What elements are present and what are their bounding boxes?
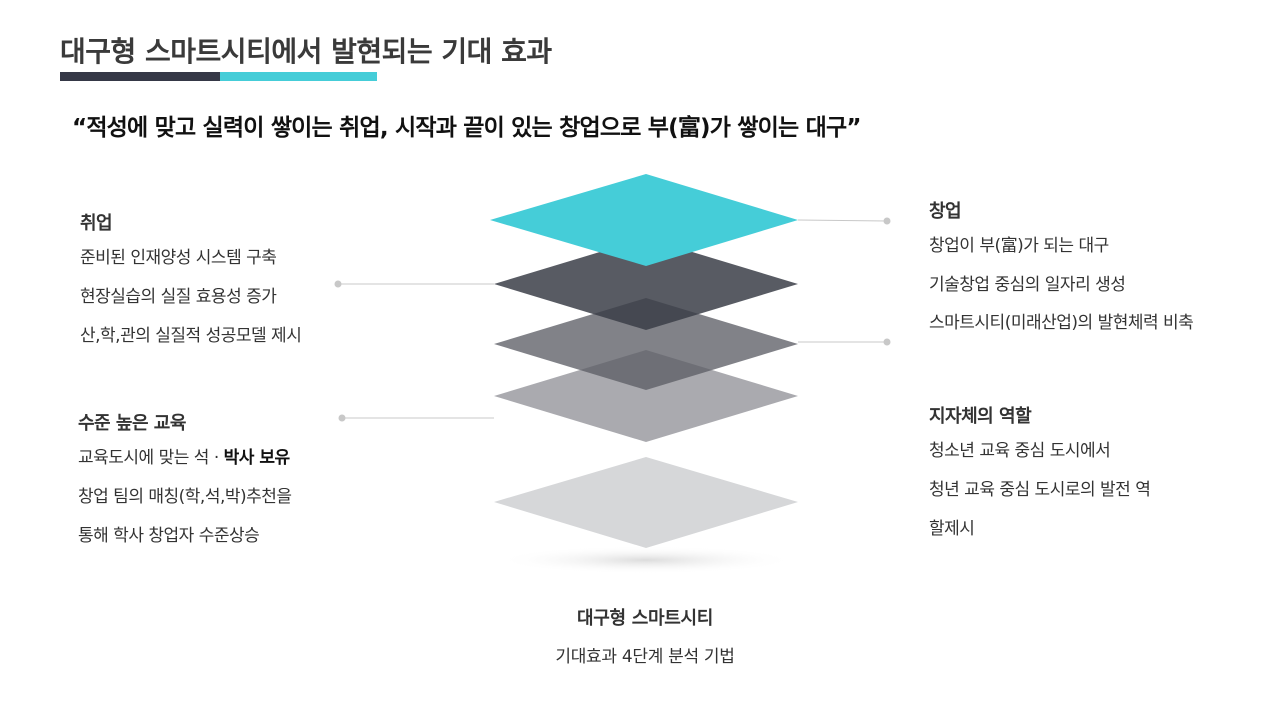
- left-bottom-block: 수준 높은 교육 교육도시에 맞는 석 · 박사 보유 창업 팀의 매칭(학,석…: [78, 409, 292, 556]
- title-underline-cyan: [220, 72, 377, 81]
- connector-dot-left-top: [334, 280, 342, 288]
- layer-top: [490, 174, 798, 266]
- connector-dot-left-bottom: [338, 414, 346, 422]
- right-top-line: 창업이 부(富)가 되는 대구: [929, 236, 1109, 256]
- left-top-block: 취업 준비된 인재양성 시스템 구축 현장실습의 실질 효용성 증가 산,학,관…: [80, 209, 302, 356]
- page-title: 대구형 스마트시티에서 발현되는 기대 효과: [60, 35, 552, 68]
- left-bottom-line: 교육도시에 맞는 석 · 박사 보유: [78, 439, 292, 478]
- right-top-line: 스마트시티(미래산업)의 발현체력 비축: [929, 313, 1194, 333]
- local-gov-role-heading: 지자체의 역할: [929, 406, 1032, 427]
- layer-3: [494, 298, 798, 390]
- left-top-line: 산,학,관의 실질적 성공모델 제시: [80, 326, 302, 346]
- connector-right-top: [797, 219, 888, 222]
- line-text-regular: 교육도시에 맞는 석 ·: [78, 448, 224, 468]
- diagram-caption-title: 대구형 스마트시티: [576, 608, 714, 629]
- slogan-quote: “적성에 맞고 실력이 쌓이는 취업, 시작과 끝이 있는 창업으로 부(富)가…: [72, 115, 861, 141]
- education-heading: 수준 높은 교육: [78, 413, 186, 434]
- left-top-line: 현장실습의 실질 효용성 증가: [80, 287, 277, 307]
- connector-dot-right-top: [883, 217, 891, 225]
- left-bottom-line: 창업 팀의 매칭(학,석,박)추천을: [78, 487, 292, 507]
- employment-heading: 취업: [80, 213, 113, 234]
- diagram-caption-subtitle: 기대효과 4단계 분석 기법: [555, 647, 735, 667]
- right-bottom-line: 할제시: [929, 519, 975, 539]
- base-shadow: [496, 546, 796, 574]
- connector-dot-right-middle: [883, 338, 891, 346]
- line-text-bold: 박사 보유: [223, 448, 290, 468]
- startup-heading: 창업: [929, 201, 962, 222]
- layer-4: [494, 350, 798, 442]
- left-top-line: 준비된 인재양성 시스템 구축: [80, 248, 277, 268]
- layer-base: [494, 457, 798, 548]
- left-bottom-line: 통해 학사 창업자 수준상승: [78, 526, 260, 546]
- right-bottom-line: 청소년 교육 중심 도시에서: [929, 441, 1111, 461]
- right-top-block: 창업 창업이 부(富)가 되는 대구 기술창업 중심의 일자리 생성 스마트시티…: [929, 197, 1194, 343]
- layer-2: [494, 238, 798, 330]
- right-top-line: 기술창업 중심의 일자리 생성: [929, 274, 1126, 295]
- title-underline-dark: [60, 72, 220, 81]
- right-bottom-block: 지자체의 역할 청소년 교육 중심 도시에서 청년 교육 중심 도시로의 발전 …: [929, 402, 1151, 549]
- right-bottom-line: 청년 교육 중심 도시로의 발전 역: [929, 480, 1151, 500]
